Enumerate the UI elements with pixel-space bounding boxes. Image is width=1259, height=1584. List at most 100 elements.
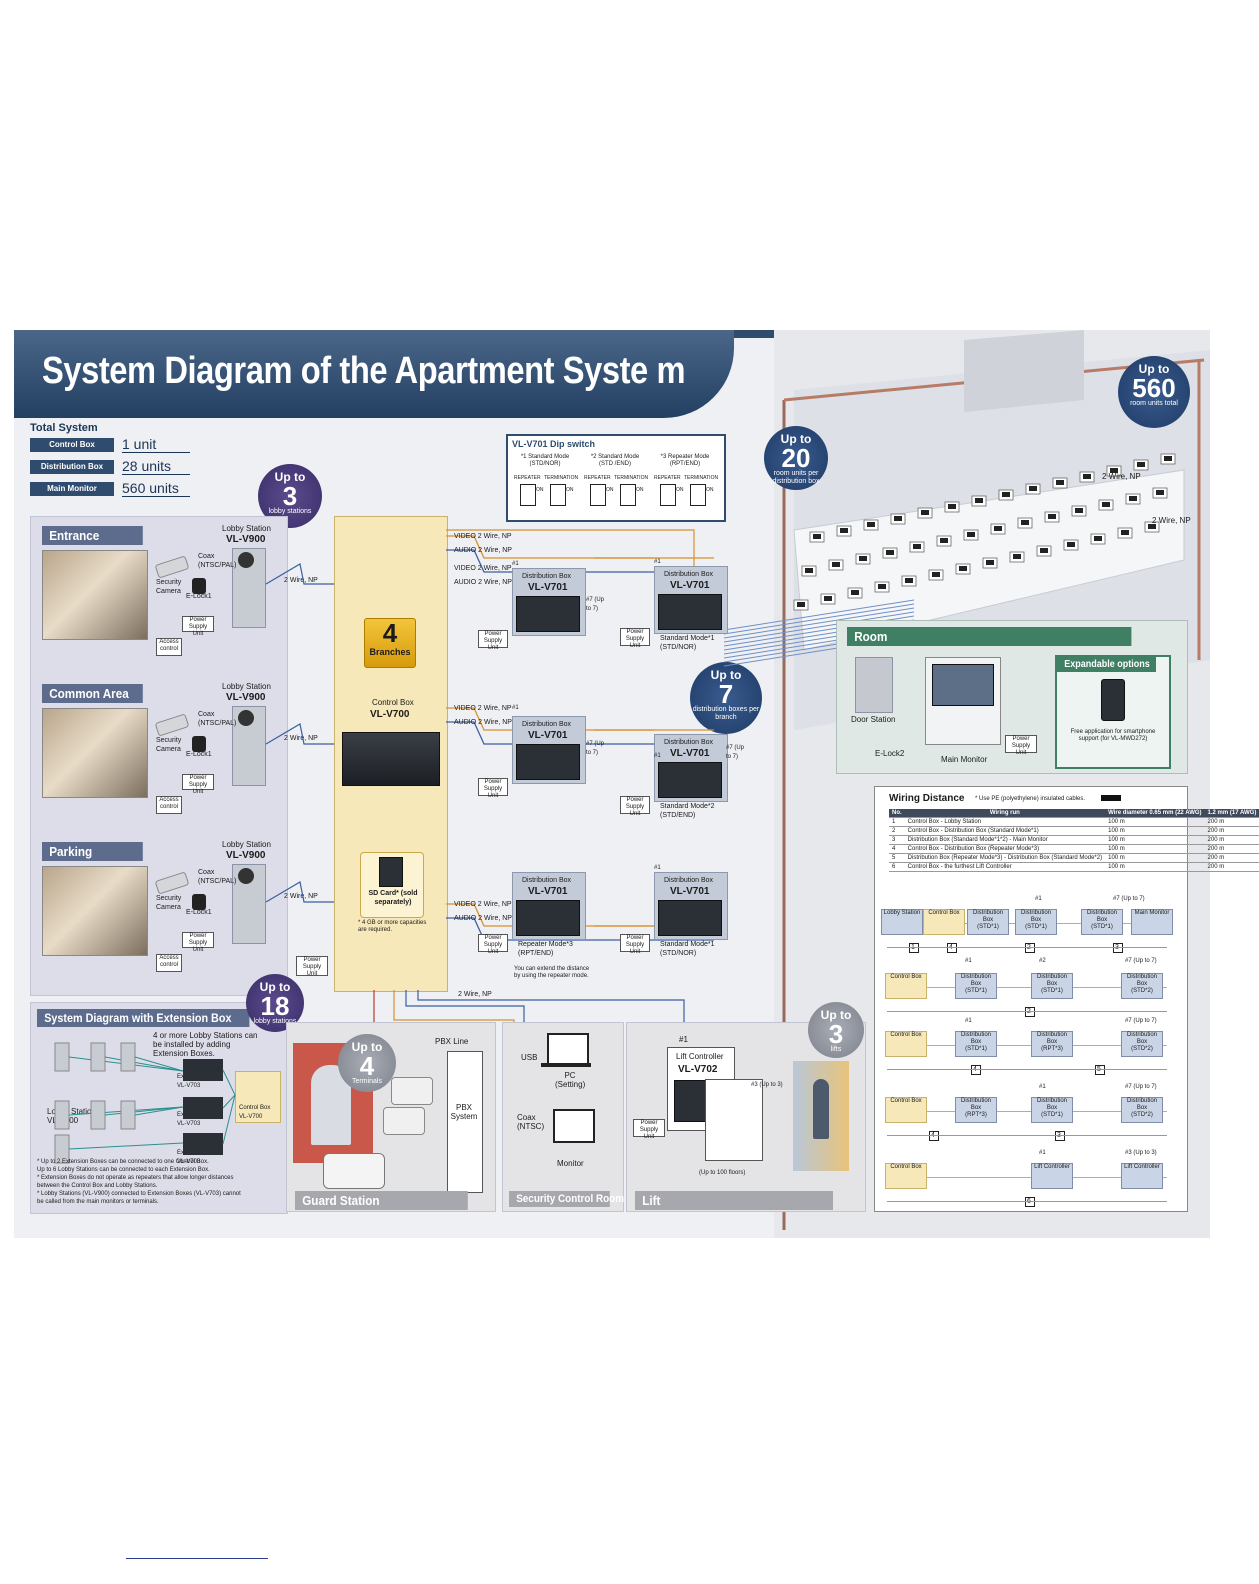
wiring-node: Lift Controller [1121, 1163, 1163, 1189]
badge-up-text: Up to [780, 432, 812, 446]
building-wire-label-2: 2 Wire, NP [1152, 516, 1191, 525]
room-unit-screen [986, 560, 994, 565]
lobby-station-model: VL-V900 [226, 534, 266, 545]
extension-note: * Lobby Stations (VL-V900) connected to … [37, 1191, 241, 1197]
badge-room-20: Up to 20 room units per distribution box [764, 426, 828, 490]
room-unit-screen [975, 498, 983, 503]
badge-room-560: Up to 560 room units total [1118, 356, 1190, 428]
extension-box-device [183, 1133, 223, 1155]
wiring-node-label: Distribution Box [1036, 1098, 1067, 1111]
lobby-to-control-wire [265, 723, 334, 745]
badge-sub-text: distribution boxes per branch [692, 706, 760, 721]
dip-sw2-label: TERMINATION [544, 475, 579, 481]
lift-controller-box-2 [705, 1079, 763, 1161]
security-camera-label: Security Camera [156, 737, 182, 753]
wiring-index-label: #1 [1039, 1150, 1046, 1156]
wiring-header-cell: 1.2 mm (17 AWG) [1204, 809, 1259, 818]
wiring-node: Lobby Station [881, 909, 923, 935]
room-unit-screen [913, 544, 921, 549]
badge-up-text: Up to [274, 470, 306, 484]
room-unit-screen [1102, 502, 1110, 507]
wire-label: AUDIO 2 Wire, NP [454, 547, 512, 554]
expandable-heading: Expandable options [1057, 657, 1156, 672]
wiring-node: Lift Controller [1031, 1163, 1073, 1189]
wiring-node-sub: (RPT*3) [965, 1112, 987, 1118]
area-psu: Power Supply Unit [182, 932, 214, 953]
repeater-note: You can extend the distance by using the… [514, 966, 590, 979]
distance-arrow [887, 1135, 1167, 1136]
distribution-box-label: Distribution Box [522, 721, 572, 728]
extension-note: Up to 6 Lobby Stations can be connected … [37, 1167, 210, 1173]
title-bar: System Diagram of the Apartment Syste m [14, 330, 734, 418]
badge-up-text: Up to [710, 668, 742, 682]
wiring-number-box [1025, 1007, 1035, 1017]
wiring-index-label: #7 (Up to 7) [1113, 896, 1145, 902]
access-control: Access control [156, 796, 182, 814]
wiring-node-label: Lift Controller [1124, 1164, 1160, 1170]
total-system-value: 560 units [122, 480, 190, 497]
wiring-node-label: Distribution Box [972, 910, 1003, 923]
area-heading: Common Area [42, 684, 143, 703]
area-wire-label: 2 Wire, NP [284, 577, 318, 584]
extension-caption: 4 or more Lobby Stations can be installe… [153, 1031, 258, 1058]
dip-sw1-label: REPEATER [654, 475, 681, 481]
wiring-cell: 4 [889, 844, 905, 854]
room-units-group [793, 453, 1176, 611]
wiring-index-label: #2 [1039, 958, 1046, 964]
wiring-node-label: Distribution Box [1020, 910, 1051, 923]
lock-icon [192, 736, 206, 752]
pbx-line-label: PBX Line [435, 1037, 469, 1046]
dip-switch-icon [660, 484, 676, 506]
sd-card-note: * 4 GB or more capacities are required. [358, 920, 427, 933]
distribution-mode-label: Standard Mode*1 (STD/NOR) [660, 941, 715, 957]
wiring-node-sub: (STD*1) [965, 1046, 987, 1052]
wiring-cell: 100 m [1105, 844, 1205, 854]
extension-note: * Up to 2 Extension Boxes can be connect… [37, 1159, 209, 1165]
lift-n1-label: #1 [679, 1035, 688, 1044]
room-unit-screen [867, 522, 875, 527]
dip-sw2-label: TERMINATION [614, 475, 649, 481]
wiring-node: Distribution Box(STD*2) [1121, 1097, 1163, 1123]
dist-seventh-label: #7 (Up to 7) [586, 741, 605, 756]
security-camera-label: Security Camera [156, 579, 182, 595]
access-control: Access control [156, 638, 182, 656]
wire-label: VIDEO 2 Wire, NP [454, 533, 512, 540]
room-unit-screen [1075, 508, 1083, 513]
expandable-note: Free application for smartphone support … [1070, 729, 1156, 742]
wiring-cell: Control Box - Distribution Box (Repeater… [904, 844, 1106, 854]
room-panel: Room Door Station E-Lock2 Main Monitor P… [836, 620, 1188, 774]
room-psu: Power Supply Unit [1005, 735, 1037, 756]
wiring-cell: 6 [889, 862, 905, 872]
room-unit-screen [894, 516, 902, 521]
distribution-psu: Power Supply Unit [620, 796, 650, 817]
room-unit-screen [1067, 542, 1075, 547]
lobby-station-label: Lobby Station [222, 840, 271, 849]
wiring-cell: 200 m [1204, 853, 1259, 863]
lift-n3-label: #3 (Up to 3) [751, 1082, 783, 1088]
wiring-index-label: #7 (Up to 7) [1125, 1018, 1157, 1024]
wiring-line [887, 1045, 1167, 1046]
extension-lobby-station [90, 1042, 106, 1072]
area-psu: Power Supply Unit [182, 774, 214, 795]
dip-mode-label: *1 Standard Mode (STD/NOR) [520, 454, 570, 467]
room-unit-screen [1021, 520, 1029, 525]
footnote-rule [126, 1558, 268, 1559]
usb-label: USB [521, 1053, 538, 1062]
wiring-cell: 200 m [1204, 826, 1259, 836]
control-box-label: Control Box [372, 698, 414, 707]
pc-icon [547, 1033, 589, 1065]
security-monitor-label: Monitor [557, 1159, 584, 1168]
room-unit-screen [851, 590, 859, 595]
wiring-cell: 200 m [1204, 844, 1259, 854]
room-unit-screen [994, 526, 1002, 531]
coax-label: Coax (NTSC/PAL) [198, 711, 237, 727]
badge-sub-text: lobby stations [268, 508, 312, 515]
extension-control-label: Control Box VL-V700 [239, 1105, 271, 1120]
lift-floors-label: (Up to 100 floors) [699, 1170, 746, 1176]
badge-number: 7 [718, 679, 734, 709]
room-unit-screen [1129, 496, 1137, 501]
distribution-box-device [658, 900, 722, 936]
room-unit-screen [940, 538, 948, 543]
wiring-node-sub: (STD*2) [1131, 1046, 1153, 1052]
